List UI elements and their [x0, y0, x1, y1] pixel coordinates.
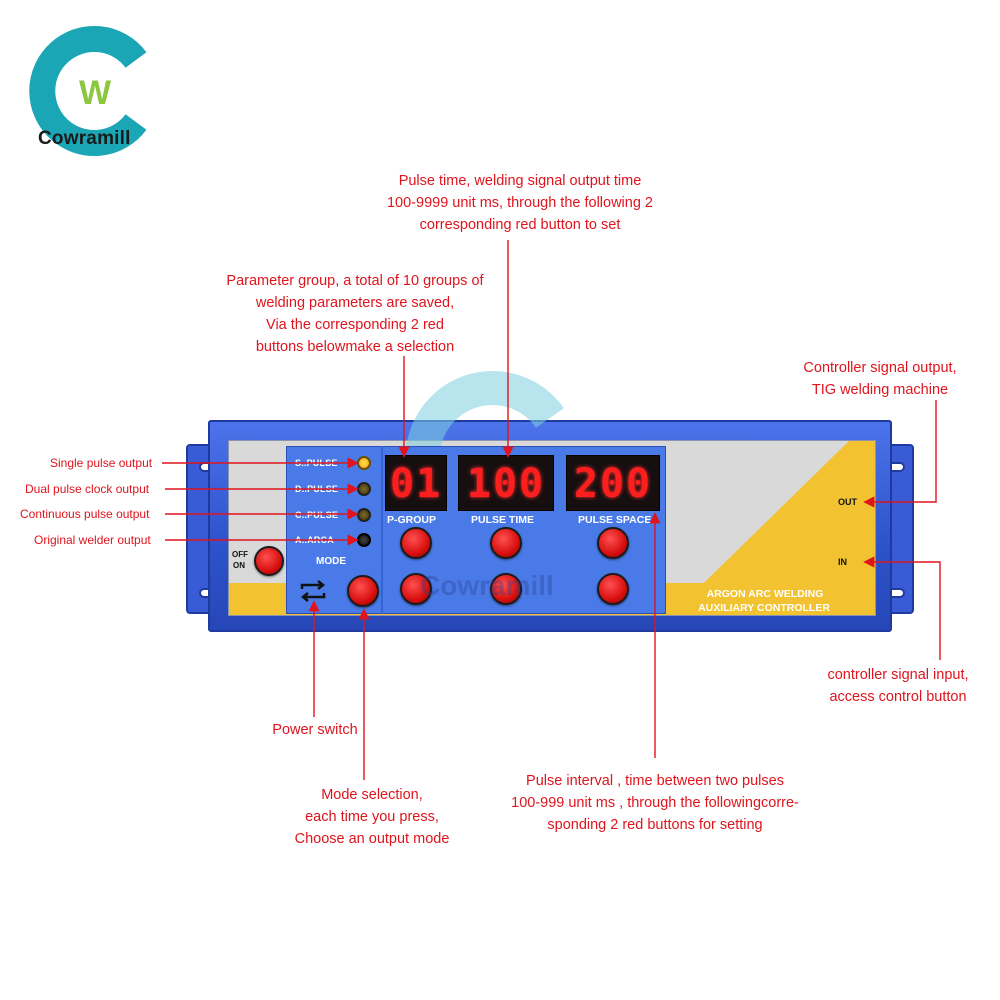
original-welder-note: Original welder output [34, 533, 151, 547]
brand-name: Cowramill [38, 128, 131, 149]
device-title-line-2: AUXILIARY CONTROLLER [698, 602, 830, 614]
cowramill-logo: W [29, 26, 147, 156]
watermark-text: Cowramill [420, 570, 554, 601]
parameter-group-line-2: welding parameters are saved, [255, 295, 455, 311]
pulse-time-label: PULSE TIME [471, 514, 535, 526]
led-dual-pulse [357, 482, 371, 496]
logo-letter: W [79, 74, 112, 112]
cycle-mode-icon [300, 580, 326, 602]
controller-output-note: Controller signal output, TIG welding ma… [780, 357, 980, 401]
mode-button[interactable] [347, 575, 379, 607]
pulse-interval-line-2: 100-999 unit ms , through the followingc… [511, 795, 799, 811]
pulse-space-label: PULSE SPACE [578, 514, 652, 526]
pulse-interval-note: Pulse interval , time between two pulses… [490, 770, 820, 836]
controller-input-line-2: access control button [829, 689, 967, 705]
pulse-space-down-button[interactable] [597, 573, 629, 605]
parameter-group-line-4: buttons belowmake a selection [255, 339, 455, 355]
parameter-group-note: Parameter group, a total of 10 groups of… [190, 270, 520, 358]
pulse-space-display: 200 [566, 455, 660, 511]
led-single-pulse [357, 456, 371, 470]
parameter-group-line-3: Via the corresponding 2 red [266, 317, 444, 333]
p-group-display: 01 [385, 455, 447, 511]
pulse-time-line-3: corresponding red button to set [419, 217, 621, 233]
p-group-down-button[interactable] [400, 573, 432, 605]
pulse-time-display: 100 [458, 455, 554, 511]
dual-pulse-note: Dual pulse clock output [25, 482, 150, 496]
led-continuous-pulse [357, 508, 371, 522]
p-group-label: P-GROUP [387, 514, 437, 526]
controller-input-note: controller signal input, access control … [800, 664, 996, 708]
controller-output-line-2: TIG welding machine [811, 382, 949, 398]
mode-selection-line-3: Choose an output mode [294, 831, 450, 847]
in-port-label: IN [838, 557, 847, 567]
mode-label-continuous-pulse: C..PULSE [295, 510, 339, 520]
parameter-group-line-1: Parameter group, a total of 10 groups of [226, 273, 484, 289]
power-switch-button[interactable] [254, 546, 284, 576]
pulse-space-up-button[interactable] [597, 527, 629, 559]
continuous-pulse-note: Continuous pulse output [20, 507, 150, 521]
out-port-label: OUT [838, 497, 857, 507]
mode-selection-line-2: each time you press, [305, 809, 439, 825]
power-off-label: OFF [232, 550, 248, 559]
mode-selection-line-1: Mode selection, [321, 787, 423, 803]
mode-label-dual-pulse: D..PULSE [295, 484, 339, 494]
controller-output-line-1: Controller signal output, [803, 360, 957, 376]
pulse-interval-line-1: Pulse interval , time between two pulses [526, 773, 784, 789]
power-switch-note: Power switch [272, 722, 358, 738]
led-original-welder [357, 533, 371, 547]
p-group-up-button[interactable] [400, 527, 432, 559]
pulse-time-up-button[interactable] [490, 527, 522, 559]
pulse-interval-line-3: sponding 2 red buttons for setting [547, 817, 763, 833]
pulse-time-line-2: 100-9999 unit ms, through the following … [386, 195, 653, 211]
mode-title: MODE [316, 556, 346, 567]
power-on-label: ON [233, 561, 245, 570]
panel-divider [381, 446, 383, 614]
mode-label-original-welder: A..ARCA [295, 535, 334, 545]
mode-label-single-pulse: S..PULSE [295, 458, 338, 468]
device-title-line-1: ARGON ARC WELDING [706, 588, 824, 600]
mode-selection-note: Mode selection, each time you press, Cho… [272, 784, 472, 850]
single-pulse-note: Single pulse output [50, 456, 153, 470]
pulse-time-down-button[interactable] [490, 573, 522, 605]
pulse-time-note: Pulse time, welding signal output time 1… [340, 170, 700, 236]
pulse-time-line-1: Pulse time, welding signal output time [398, 173, 642, 189]
controller-input-line-1: controller signal input, [827, 667, 969, 683]
